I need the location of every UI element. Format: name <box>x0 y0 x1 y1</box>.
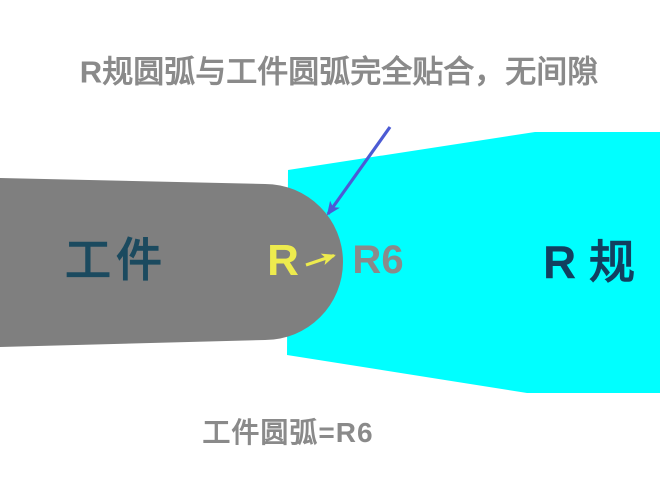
r-gauge-shape <box>287 132 660 393</box>
workpiece-shape <box>0 178 343 347</box>
caption-label: 工件圆弧=R6 <box>202 417 374 448</box>
title-label: R规圆弧与工件圆弧完全贴合，无间隙 <box>79 54 599 90</box>
pointer-arrow <box>326 126 392 216</box>
workpiece-label: 工件 <box>65 234 167 286</box>
radius-value-label: R6 <box>352 238 404 282</box>
radius-label: R <box>267 236 299 285</box>
gauge-label: R 规 <box>543 236 635 288</box>
radius-arrow <box>305 253 336 267</box>
